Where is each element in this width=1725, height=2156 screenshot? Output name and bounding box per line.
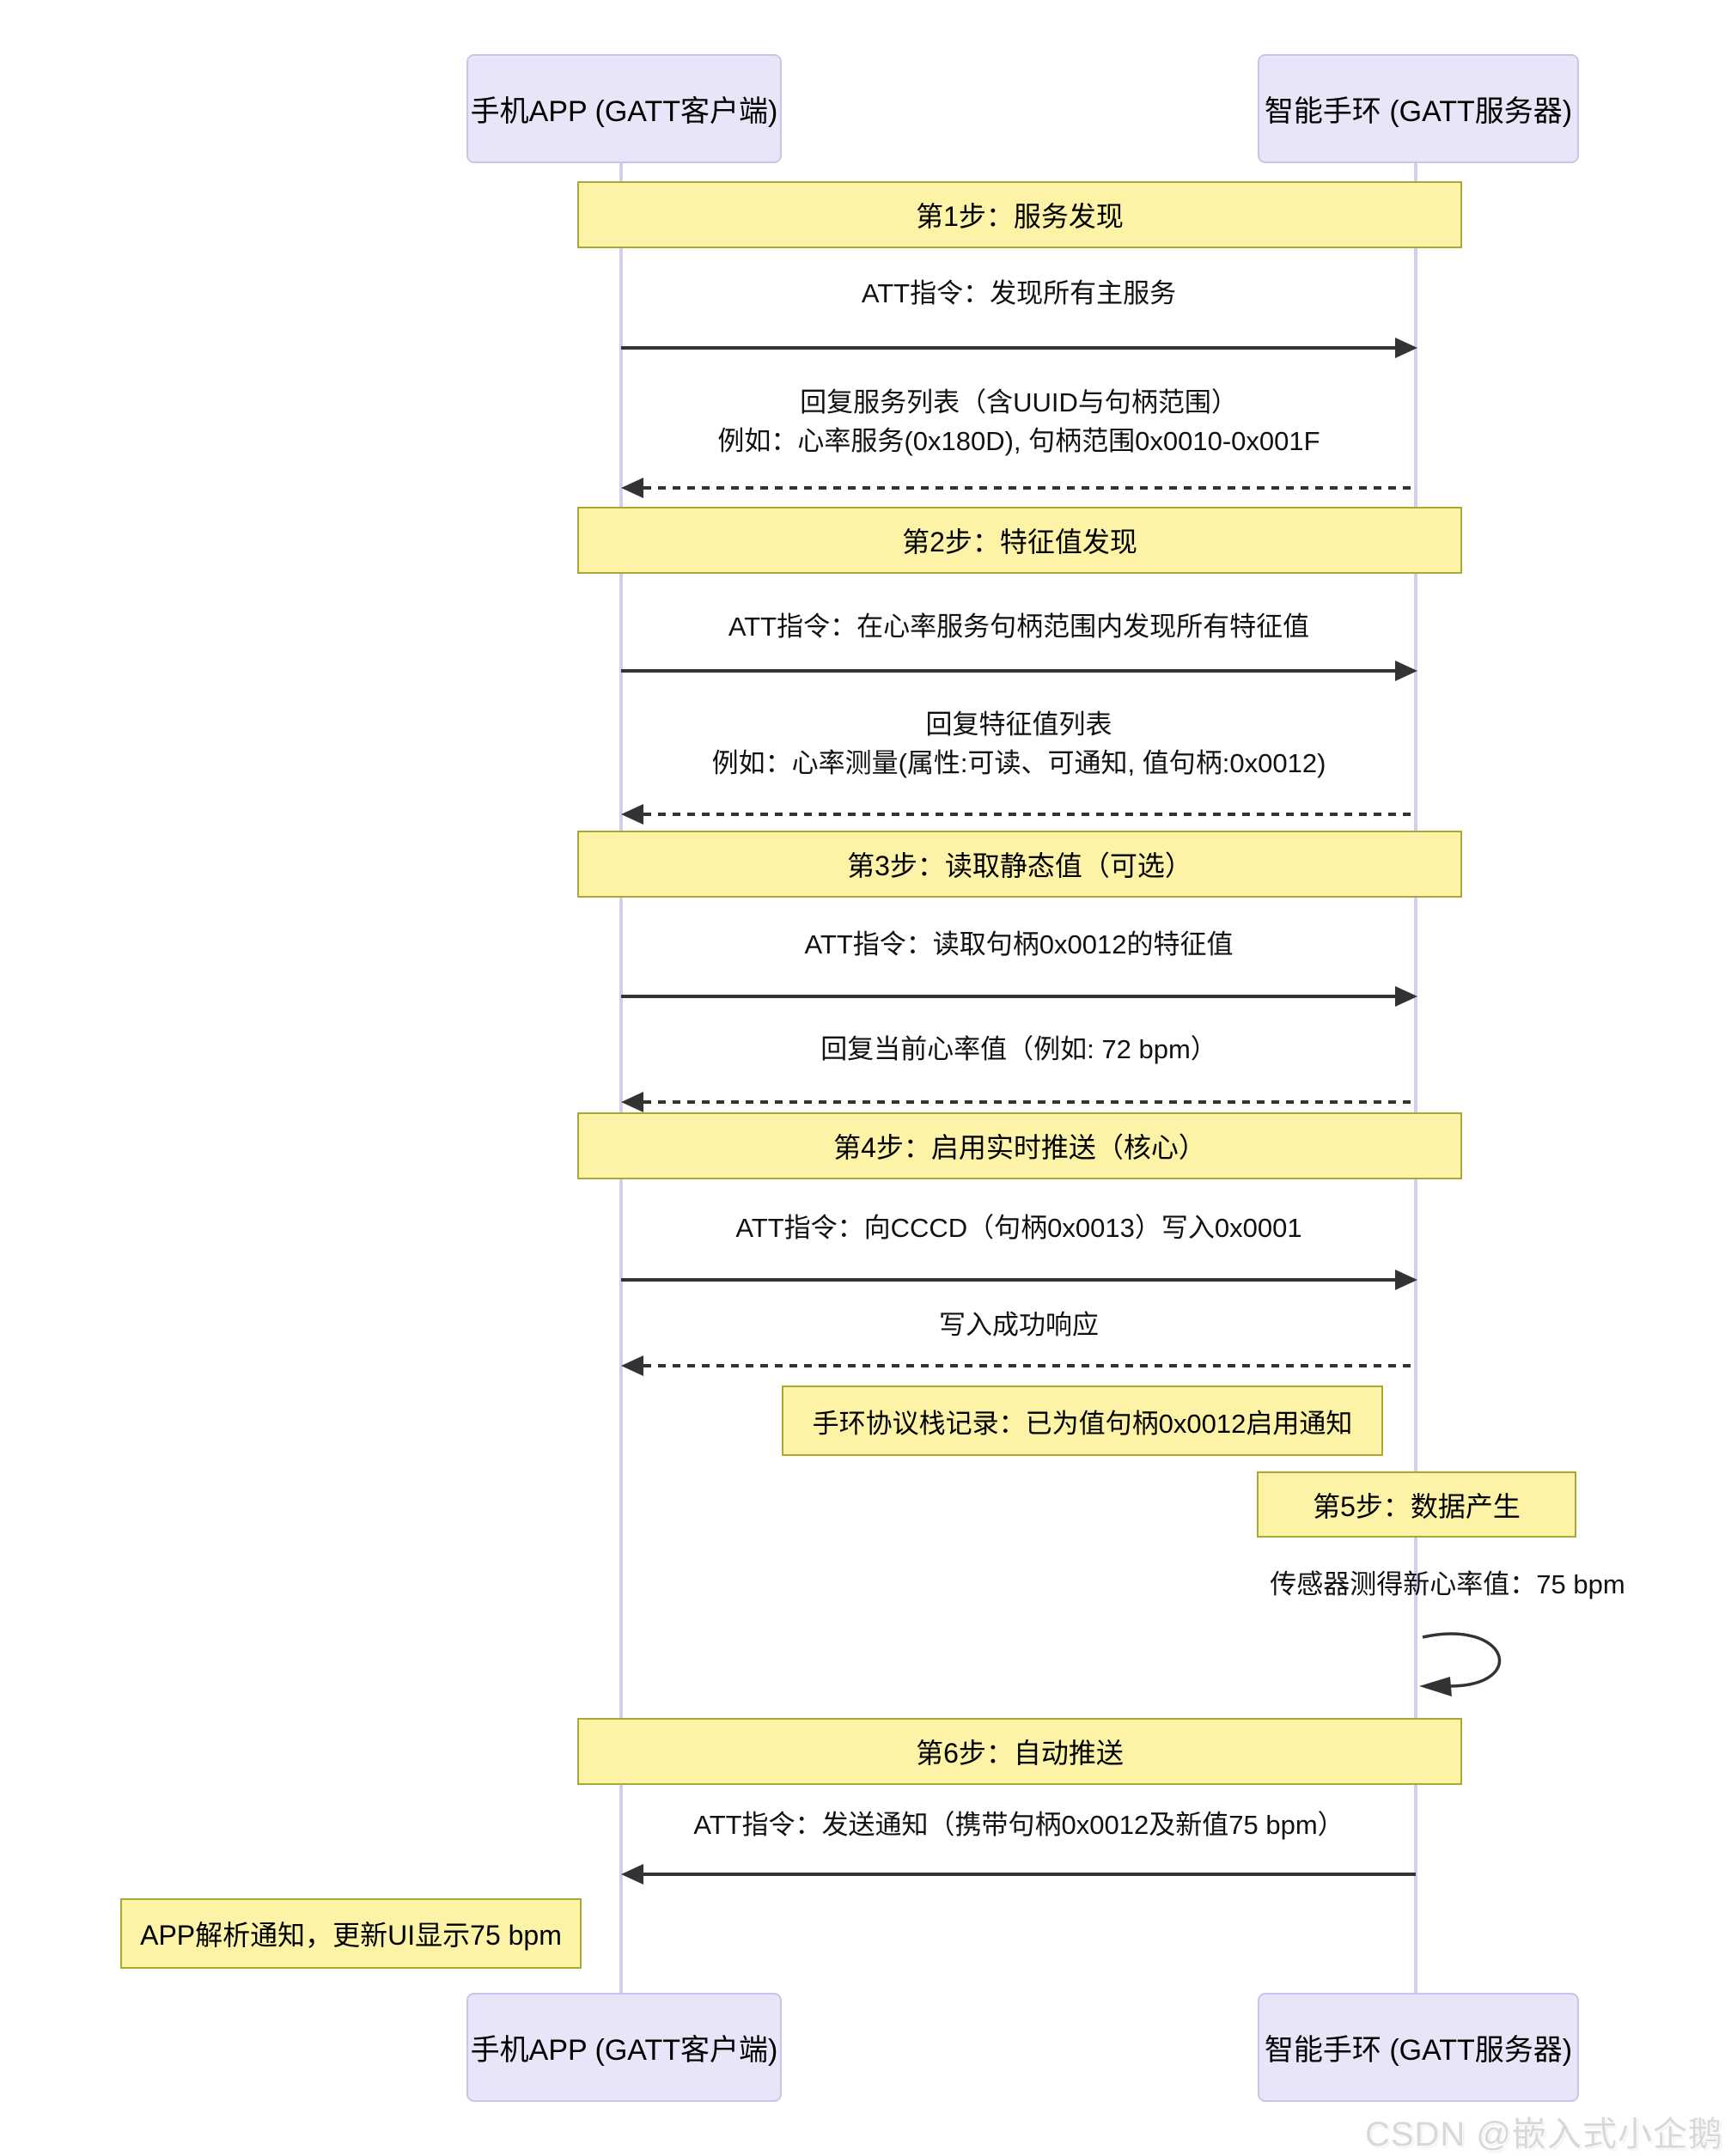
client-lifeline — [619, 163, 623, 1993]
participant-client-top: 手机APP (GATT客户端) — [466, 54, 782, 163]
message-reply-services: 回复服务列表（含UUID与句柄范围） 例如：心率服务(0x180D), 句柄范围… — [546, 383, 1491, 460]
arrow-line-m6 — [643, 1873, 1416, 1876]
note-step1-label: 第1步：服务发现 — [916, 201, 1124, 232]
arrowhead-left-r1 — [621, 478, 643, 498]
arrow-line-r3 — [643, 1100, 1416, 1104]
note-step5: 第5步：数据产生 — [1257, 1471, 1576, 1538]
arrow-line-r4 — [643, 1364, 1416, 1367]
message-write-cccd: ATT指令：向CCCD（句柄0x0013）写入0x0001 — [735, 1213, 1302, 1243]
arrow-line-m1 — [621, 346, 1397, 350]
note-app-update-ui-label: APP解析通知，更新UI显示75 bpm — [140, 1920, 562, 1951]
note-step3: 第3步：读取静态值（可选） — [577, 831, 1462, 898]
arrow-line-r1 — [643, 486, 1416, 490]
reply-characteristics-line2: 例如：心率测量(属性:可读、可通知, 值句柄:0x0012) — [711, 748, 1326, 778]
message-discover-characteristics: ATT指令：在心率服务句柄范围内发现所有特征值 — [728, 612, 1310, 642]
message-write-success: 写入成功响应 — [939, 1310, 1099, 1340]
arrow-line-r2 — [643, 813, 1416, 816]
note-step6: 第6步：自动推送 — [577, 1718, 1462, 1785]
self-message-loop-arrow — [1419, 1632, 1502, 1696]
participant-client-bottom: 手机APP (GATT客户端) — [466, 1993, 782, 2102]
message-reply-characteristics: 回复特征值列表 例如：心率测量(属性:可读、可通知, 值句柄:0x0012) — [546, 705, 1491, 783]
participant-server-bottom-label: 智能手环 (GATT服务器) — [1264, 2034, 1573, 2067]
message-read-handle: ATT指令：读取句柄0x0012的特征值 — [804, 929, 1234, 959]
server-lifeline — [1414, 163, 1417, 1993]
arrow-line-m4 — [621, 1278, 1397, 1282]
note-step2-label: 第2步：特征值发现 — [902, 527, 1137, 557]
note-app-update-ui: APP解析通知，更新UI显示75 bpm — [120, 1898, 582, 1969]
participant-server-bottom: 智能手环 (GATT服务器) — [1258, 1993, 1579, 2102]
arrowhead-left-r3 — [621, 1092, 643, 1112]
arrowhead-right-m4 — [1395, 1270, 1417, 1290]
note-protocol-stack: 手环协议栈记录：已为值句柄0x0012启用通知 — [782, 1386, 1383, 1456]
note-step1: 第1步：服务发现 — [577, 181, 1462, 248]
note-step4-label: 第4步：启用实时推送（核心） — [833, 1132, 1206, 1163]
message-discover-services: ATT指令：发现所有主服务 — [861, 278, 1177, 308]
arrow-line-m2 — [621, 669, 1397, 673]
reply-services-line2: 例如：心率服务(0x180D), 句柄范围0x0010-0x001F — [717, 426, 1320, 456]
reply-characteristics-line1: 回复特征值列表 — [925, 710, 1112, 740]
arrowhead-left-r4 — [621, 1355, 643, 1376]
note-step5-label: 第5步：数据产生 — [1313, 1490, 1521, 1522]
arrowhead-right-m3 — [1395, 986, 1417, 1007]
csdn-watermark: CSDN @嵌入式小企鹅 — [1364, 2116, 1723, 2153]
message-send-notification: ATT指令：发送通知（携带句柄0x0012及新值75 bpm） — [693, 1810, 1344, 1840]
participant-client-bottom-label: 手机APP (GATT客户端) — [470, 2034, 778, 2067]
note-step4: 第4步：启用实时推送（核心） — [577, 1112, 1462, 1179]
reply-services-line1: 回复服务列表（含UUID与句柄范围） — [800, 387, 1238, 417]
note-step2: 第2步：特征值发现 — [577, 507, 1462, 574]
arrowhead-left-m6 — [621, 1864, 643, 1885]
participant-server-top: 智能手环 (GATT服务器) — [1258, 54, 1579, 163]
arrowhead-right-m1 — [1395, 338, 1417, 358]
arrow-line-m3 — [621, 995, 1397, 998]
participant-client-label: 手机APP (GATT客户端) — [470, 95, 778, 128]
note-step6-label: 第6步：自动推送 — [916, 1738, 1124, 1769]
arrowhead-left-r2 — [621, 804, 643, 825]
message-sensor-measurement: 传感器测得新心率值：75 bpm — [1270, 1569, 1625, 1599]
arrowhead-right-m2 — [1395, 661, 1417, 681]
message-reply-heartrate: 回复当前心率值（例如: 72 bpm） — [820, 1034, 1217, 1064]
participant-server-label: 智能手环 (GATT服务器) — [1264, 95, 1573, 128]
note-step3-label: 第3步：读取静态值（可选） — [847, 850, 1192, 881]
note-protocol-stack-label: 手环协议栈记录：已为值句柄0x0012启用通知 — [812, 1408, 1353, 1439]
